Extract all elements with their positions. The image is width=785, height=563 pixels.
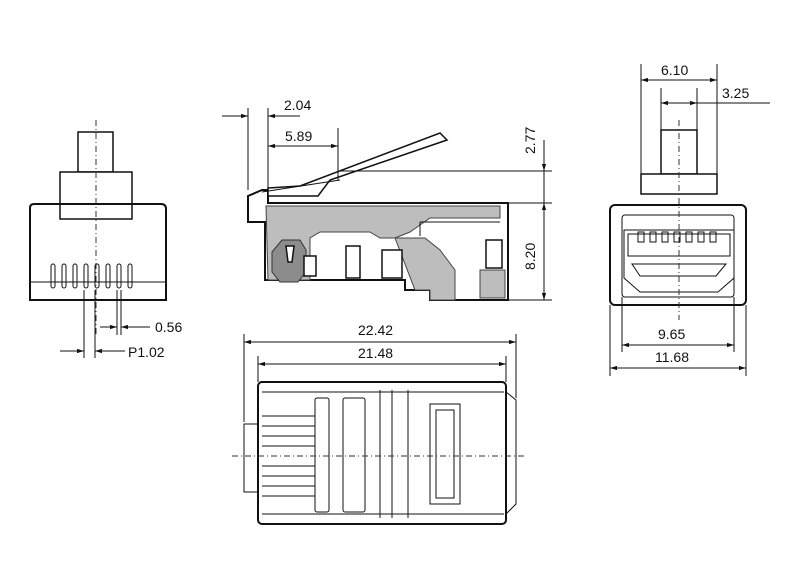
side-view: 2.04 5.89 2.77 8.20 — [222, 97, 552, 301]
bottom-view: 22.42 21.48 — [232, 322, 525, 525]
dim-overall-length: 22.42 — [358, 322, 393, 338]
front-view: 0.56 P1.02 — [29, 120, 182, 360]
bottom-contacts — [262, 415, 315, 497]
rear-view: 6.10 3.25 9.65 11.68 — [609, 62, 770, 376]
dim-body-length: 21.48 — [358, 345, 393, 361]
dim-tip-offset: 2.04 — [284, 97, 311, 113]
front-body-outline — [29, 203, 167, 301]
rear-contacts — [637, 231, 717, 243]
dim-pitch: P1.02 — [128, 344, 165, 360]
dim-rear-latch-width: 6.10 — [661, 62, 688, 78]
dim-latch-height: 2.77 — [522, 127, 538, 154]
dim-lead-thickness: 0.56 — [155, 319, 182, 335]
dim-latch-offset: 5.89 — [285, 128, 312, 144]
front-contact-slots — [50, 263, 133, 289]
dim-rear-latch-inner: 3.25 — [722, 85, 749, 101]
dim-body-height: 8.20 — [522, 243, 538, 270]
bottom-body — [257, 381, 507, 525]
dim-rear-inner-width: 9.65 — [658, 326, 685, 342]
rear-body — [609, 204, 747, 306]
side-latch — [267, 132, 449, 197]
dim-rear-outer-width: 11.68 — [655, 349, 689, 365]
